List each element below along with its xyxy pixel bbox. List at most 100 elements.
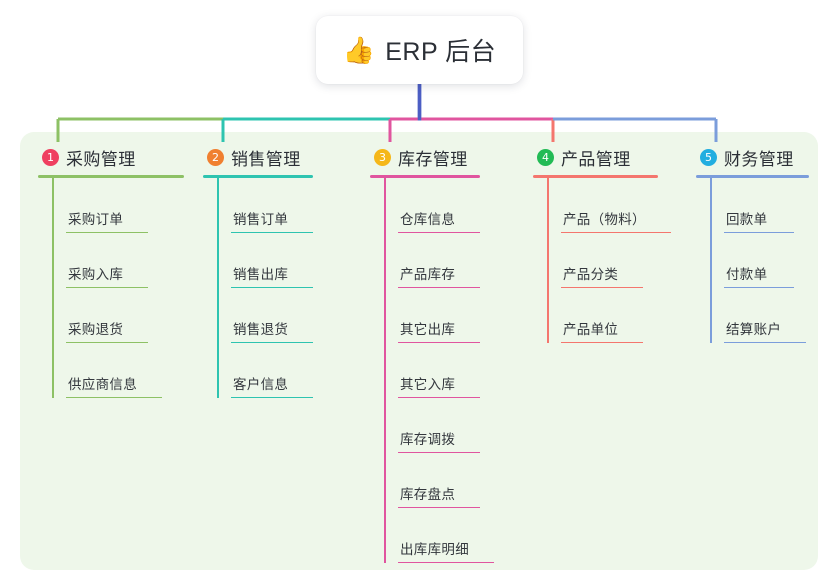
branch-header-5[interactable]: 5 财务管理 bbox=[696, 144, 809, 170]
leaf-rule bbox=[66, 231, 148, 233]
branch-header-2[interactable]: 2 销售管理 bbox=[203, 144, 313, 170]
leaf-label: 库存盘点 bbox=[400, 486, 456, 502]
leaf-node[interactable]: 出库库明细 bbox=[384, 508, 494, 563]
leaf-rule bbox=[724, 286, 794, 288]
leaf-label: 客户信息 bbox=[233, 376, 289, 392]
leaf-rule bbox=[66, 396, 162, 398]
leaf-node[interactable]: 库存盘点 bbox=[384, 453, 480, 508]
leaf-label: 销售出库 bbox=[233, 266, 289, 282]
branch-2[interactable]: 2 销售管理销售订单销售出库销售退货客户信息 bbox=[203, 144, 313, 398]
branch-5[interactable]: 5 财务管理回款单付款单结算账户 bbox=[696, 144, 809, 343]
leaf-label: 仓库信息 bbox=[400, 211, 456, 227]
leaf-rule bbox=[398, 451, 480, 453]
branch-underline-2 bbox=[203, 175, 313, 178]
leaf-rule bbox=[231, 286, 313, 288]
leaf-label: 产品分类 bbox=[563, 266, 619, 282]
leaf-list-5: 回款单付款单结算账户 bbox=[696, 178, 809, 343]
leaf-rule bbox=[231, 396, 313, 398]
leaf-node[interactable]: 采购订单 bbox=[52, 178, 184, 233]
leaf-label: 产品单位 bbox=[563, 321, 619, 337]
leaf-label: 销售退货 bbox=[233, 321, 289, 337]
branch-1[interactable]: 1 采购管理采购订单采购入库采购退货供应商信息 bbox=[38, 144, 184, 398]
leaf-label: 回款单 bbox=[726, 211, 768, 227]
leaf-node[interactable]: 采购退货 bbox=[52, 288, 184, 343]
leaf-label: 库存调拨 bbox=[400, 431, 456, 447]
leaf-node[interactable]: 其它出库 bbox=[384, 288, 480, 343]
leaf-list-1: 采购订单采购入库采购退货供应商信息 bbox=[38, 178, 184, 398]
branch-underline-5 bbox=[696, 175, 809, 178]
leaf-label: 采购订单 bbox=[68, 211, 124, 227]
leaf-list-2: 销售订单销售出库销售退货客户信息 bbox=[203, 178, 313, 398]
branch-title-1: 采购管理 bbox=[66, 149, 136, 169]
leaf-node[interactable]: 销售出库 bbox=[217, 233, 313, 288]
leaf-label: 采购入库 bbox=[68, 266, 124, 282]
leaf-node[interactable]: 付款单 bbox=[710, 233, 809, 288]
branch-badge-2: 2 bbox=[207, 148, 224, 166]
leaf-rule bbox=[398, 506, 480, 508]
leaf-spine-4 bbox=[547, 178, 549, 343]
leaf-spine-5 bbox=[710, 178, 712, 343]
branch-badge-4: 4 bbox=[537, 148, 554, 166]
leaf-label: 付款单 bbox=[726, 266, 768, 282]
leaf-label: 供应商信息 bbox=[68, 376, 137, 392]
leaf-rule bbox=[398, 561, 494, 563]
leaf-rule bbox=[561, 341, 643, 343]
leaf-node[interactable]: 产品分类 bbox=[547, 233, 658, 288]
branch-badge-1: 1 bbox=[42, 148, 59, 166]
thumbs-up-icon: 👍 bbox=[342, 35, 376, 65]
leaf-node[interactable]: 仓库信息 bbox=[384, 178, 480, 233]
leaf-label: 其它入库 bbox=[400, 376, 456, 392]
diagram-background-panel bbox=[20, 132, 818, 570]
branch-title-3: 库存管理 bbox=[398, 149, 468, 169]
leaf-rule bbox=[398, 286, 480, 288]
leaf-node[interactable]: 销售订单 bbox=[217, 178, 313, 233]
leaf-node[interactable]: 结算账户 bbox=[710, 288, 809, 343]
leaf-node[interactable]: 其它入库 bbox=[384, 343, 480, 398]
leaf-rule bbox=[398, 231, 480, 233]
root-title: ERP 后台 bbox=[385, 38, 497, 66]
leaf-label: 出库库明细 bbox=[400, 541, 469, 557]
leaf-node[interactable]: 库存调拨 bbox=[384, 398, 480, 453]
leaf-node[interactable]: 采购入库 bbox=[52, 233, 184, 288]
leaf-list-4: 产品（物料） 产品分类产品单位 bbox=[533, 178, 671, 343]
leaf-node[interactable]: 产品单位 bbox=[547, 288, 658, 343]
leaf-node[interactable]: 回款单 bbox=[710, 178, 809, 233]
leaf-rule bbox=[66, 341, 148, 343]
leaf-rule bbox=[724, 341, 806, 343]
leaf-node[interactable]: 客户信息 bbox=[217, 343, 313, 398]
leaf-rule bbox=[231, 231, 313, 233]
leaf-rule bbox=[398, 396, 480, 398]
leaf-label: 销售订单 bbox=[233, 211, 289, 227]
leaf-node[interactable]: 产品库存 bbox=[384, 233, 480, 288]
branch-badge-5: 5 bbox=[700, 148, 717, 166]
leaf-label: 产品库存 bbox=[400, 266, 456, 282]
leaf-spine-3 bbox=[384, 178, 386, 563]
leaf-label: 采购退货 bbox=[68, 321, 124, 337]
root-node[interactable]: 👍 ERP 后台 bbox=[316, 16, 523, 84]
branch-title-5: 财务管理 bbox=[724, 149, 794, 169]
leaf-rule bbox=[561, 286, 643, 288]
leaf-spine-1 bbox=[52, 178, 54, 398]
leaf-rule bbox=[724, 231, 794, 233]
leaf-node[interactable]: 供应商信息 bbox=[52, 343, 184, 398]
leaf-rule bbox=[66, 286, 148, 288]
branch-underline-4 bbox=[533, 175, 658, 178]
leaf-node[interactable]: 销售退货 bbox=[217, 288, 313, 343]
leaf-label: 产品（物料） bbox=[563, 211, 646, 227]
branch-underline-3 bbox=[370, 175, 480, 178]
leaf-label: 其它出库 bbox=[400, 321, 456, 337]
branch-underline-1 bbox=[38, 175, 184, 178]
branch-header-1[interactable]: 1 采购管理 bbox=[38, 144, 184, 170]
leaf-list-3: 仓库信息产品库存其它出库其它入库库存调拨库存盘点出库库明细 bbox=[370, 178, 494, 563]
leaf-rule bbox=[561, 231, 671, 233]
leaf-node[interactable]: 产品（物料） bbox=[547, 178, 671, 233]
leaf-rule bbox=[398, 341, 480, 343]
leaf-rule bbox=[231, 341, 313, 343]
leaf-spine-2 bbox=[217, 178, 219, 398]
branch-title-2: 销售管理 bbox=[231, 149, 301, 169]
